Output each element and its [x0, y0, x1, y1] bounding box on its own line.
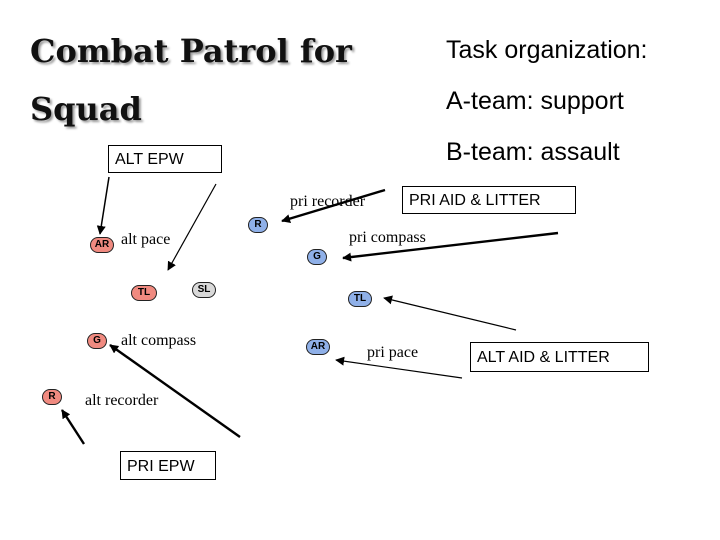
- arrow-alt-epw-to-ar: [96, 176, 110, 235]
- arrow-to-r-alt-recorder: [60, 409, 86, 445]
- arrow-pri-aid-to-r: [281, 188, 386, 223]
- ar-node-b-team: AR: [306, 339, 330, 355]
- arrow-alt-aid-to-tl: [383, 295, 517, 331]
- pri-pace-label: pri pace: [367, 344, 419, 361]
- pri-aid-litter-box: PRI AID & LITTER: [402, 186, 576, 214]
- tl-node-b-team: TL: [348, 291, 372, 307]
- arrow-alt-epw-to-tl: [167, 183, 217, 271]
- task-organization-heading: Task organization:: [446, 36, 648, 64]
- r-node-b-team: R: [248, 217, 268, 233]
- g-node-a-team: G: [87, 333, 107, 349]
- slide-title: Combat Patrol for Squad: [30, 32, 352, 128]
- ar-node-a-team: AR: [90, 237, 114, 253]
- alt-pace-label: alt pace: [121, 231, 171, 248]
- r-node-a-team: R: [42, 389, 62, 405]
- pri-compass-label: pri compass: [349, 229, 426, 246]
- g-node-b-team: G: [307, 249, 327, 265]
- pri-recorder-label: pri recorder: [290, 193, 366, 210]
- alt-recorder-label: alt recorder: [85, 392, 159, 409]
- a-team-assignment: A-team: support: [446, 87, 624, 115]
- alt-aid-litter-box: ALT AID & LITTER: [470, 342, 649, 372]
- pri-epw-box: PRI EPW: [120, 451, 216, 480]
- arrow-alt-aid-to-ar: [335, 356, 463, 379]
- sl-node-squad-leader: SL: [192, 282, 216, 298]
- alt-epw-box: ALT EPW: [108, 145, 222, 173]
- tl-node-a-team: TL: [131, 285, 157, 301]
- alt-compass-label: alt compass: [121, 332, 197, 349]
- arrow-pri-epw-to-g: [109, 344, 241, 438]
- arrow-pri-compass-to-g: [342, 231, 559, 262]
- b-team-assignment: B-team: assault: [446, 138, 620, 166]
